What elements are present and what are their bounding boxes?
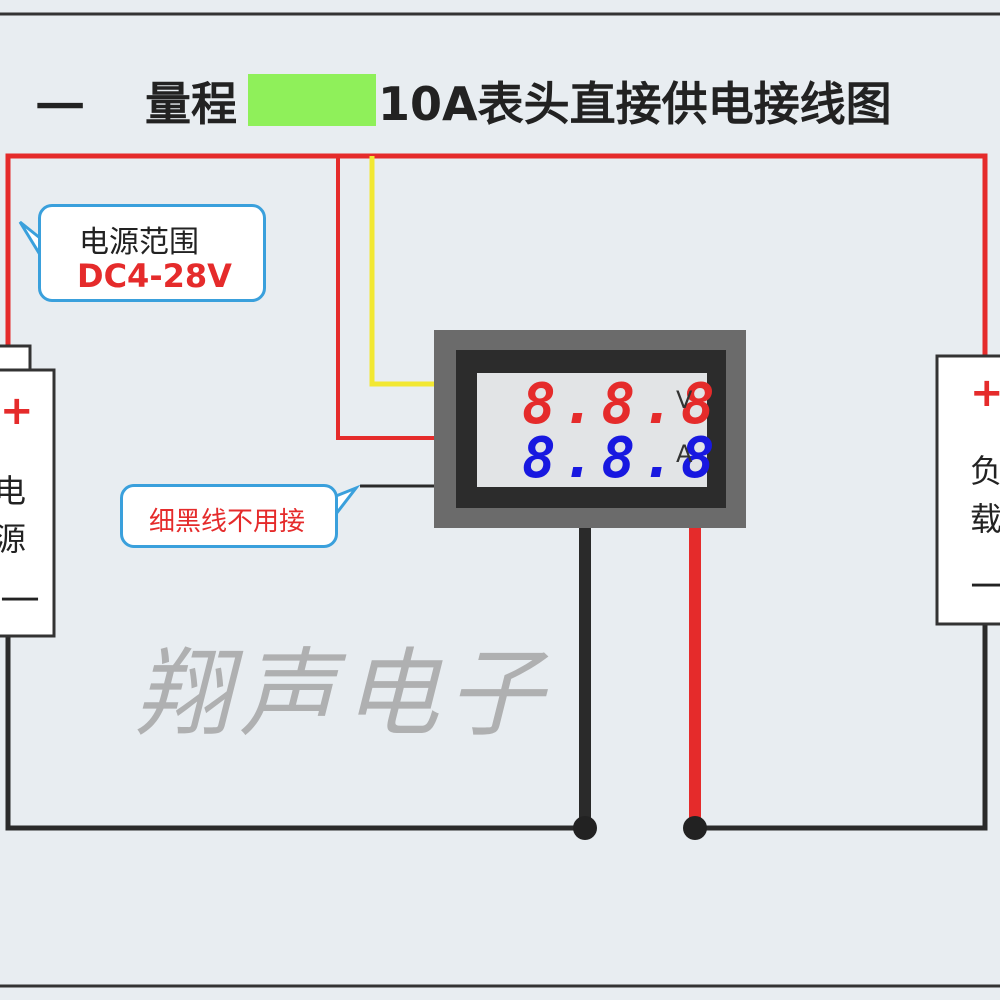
- load-minus: —: [970, 560, 1000, 606]
- current-unit: A: [676, 440, 693, 468]
- yellow-wire: [369, 156, 434, 387]
- bubble-tail-thin-black: [334, 484, 361, 519]
- title-section-number: 一: [36, 80, 85, 136]
- power-range-label: 电源范围: [79, 225, 199, 260]
- thin-black-wire-bubble: 细黑线不用接: [120, 484, 338, 548]
- power-supply-label-1: 电: [0, 472, 27, 510]
- watermark-text: 翔声电子: [135, 638, 551, 750]
- power-supply-box: [0, 368, 56, 638]
- voltage-unit: V: [676, 386, 693, 414]
- power-supply-minus: —: [0, 574, 40, 620]
- meter-screen: [477, 373, 707, 487]
- power-supply-plus: +: [0, 388, 34, 434]
- title-part-1: 量程: [145, 77, 237, 131]
- load-label-1: 负: [970, 452, 1000, 490]
- power-supply-cap: [0, 344, 32, 374]
- title-part-2: 10A表头直接供电接线图: [378, 77, 892, 131]
- black-wire-source-negative: [5, 636, 585, 831]
- red-wire-meter-feed: [336, 156, 434, 440]
- current-display: 8.8.8: [522, 426, 721, 491]
- load-box: [935, 354, 1000, 626]
- thin-black-wire-note: 细黑线不用接: [149, 507, 306, 537]
- red-wire-top: [5, 153, 988, 356]
- diagram-title: 一 量程 10A表头直接供电接线图: [0, 68, 1000, 138]
- power-range-bubble: 电源范围 DC4-28V: [38, 204, 266, 302]
- title-redaction-highlight: [248, 74, 376, 126]
- power-supply-label-2: 源: [0, 520, 27, 558]
- load-label-2: 载: [970, 500, 1000, 538]
- load-plus: +: [970, 370, 1000, 416]
- junction-dot-right: [683, 816, 707, 840]
- voltage-display: 8.8.8: [522, 372, 721, 437]
- power-range-value: DC4-28V: [77, 257, 232, 295]
- junction-dot-left: [573, 816, 597, 840]
- black-wire-load-negative: [695, 624, 988, 831]
